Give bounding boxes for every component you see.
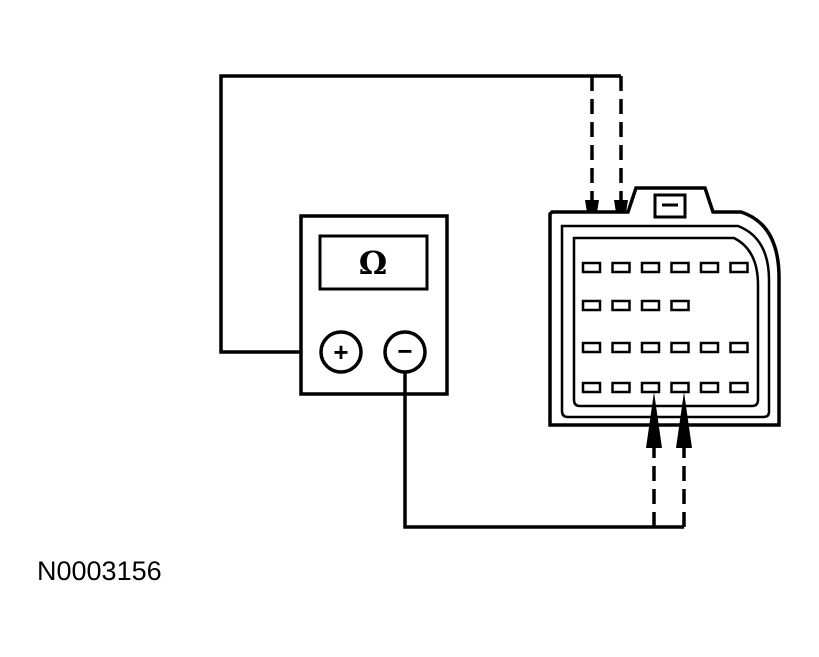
connector-pin-cavity <box>699 261 720 274</box>
connector-pin-cavity <box>640 261 661 274</box>
positive-terminal <box>319 330 363 374</box>
connector-pin-cavity <box>581 381 602 394</box>
positive-terminal-label: + <box>333 337 348 367</box>
ohmmeter: Ω + − <box>299 214 449 396</box>
connector-pin-cavity <box>670 341 690 354</box>
connector-pin-cavity <box>640 299 661 312</box>
connector-pin-cavity <box>670 261 690 274</box>
positive-lead-wire <box>219 74 621 354</box>
connector-pin-cavity <box>640 341 661 354</box>
connector-pin-cavity <box>699 341 720 354</box>
connector-pin-cavity <box>670 299 690 312</box>
connector-pin-cavity <box>729 261 749 274</box>
connector-pin-cavity <box>581 341 602 354</box>
ohmmeter-display <box>318 234 429 291</box>
probe-tip-lower-1 <box>646 392 662 448</box>
connector-pin-cavity <box>729 341 749 354</box>
connector-pin-cavity <box>611 341 631 354</box>
connector-pin-cavity <box>699 381 720 394</box>
connector-pin-cavity <box>611 381 631 394</box>
ohm-symbol: Ω <box>359 244 387 282</box>
negative-terminal-label: − <box>397 336 412 366</box>
connector-pin-cavity <box>640 381 661 394</box>
connector-pin-cavity <box>729 381 749 394</box>
connector-pin-cavity <box>611 261 631 274</box>
negative-lead-wire <box>403 372 684 529</box>
connector-pin-cavity <box>581 299 602 312</box>
connector-housing <box>548 186 781 427</box>
figure-reference-number: N0003156 <box>37 556 162 586</box>
connector-pins <box>581 261 749 394</box>
connector-pin-cavity <box>611 299 631 312</box>
connector-pin-cavity <box>670 381 690 394</box>
connector-pin-cavity <box>581 261 602 274</box>
probe-tip-lower-2 <box>676 392 692 448</box>
